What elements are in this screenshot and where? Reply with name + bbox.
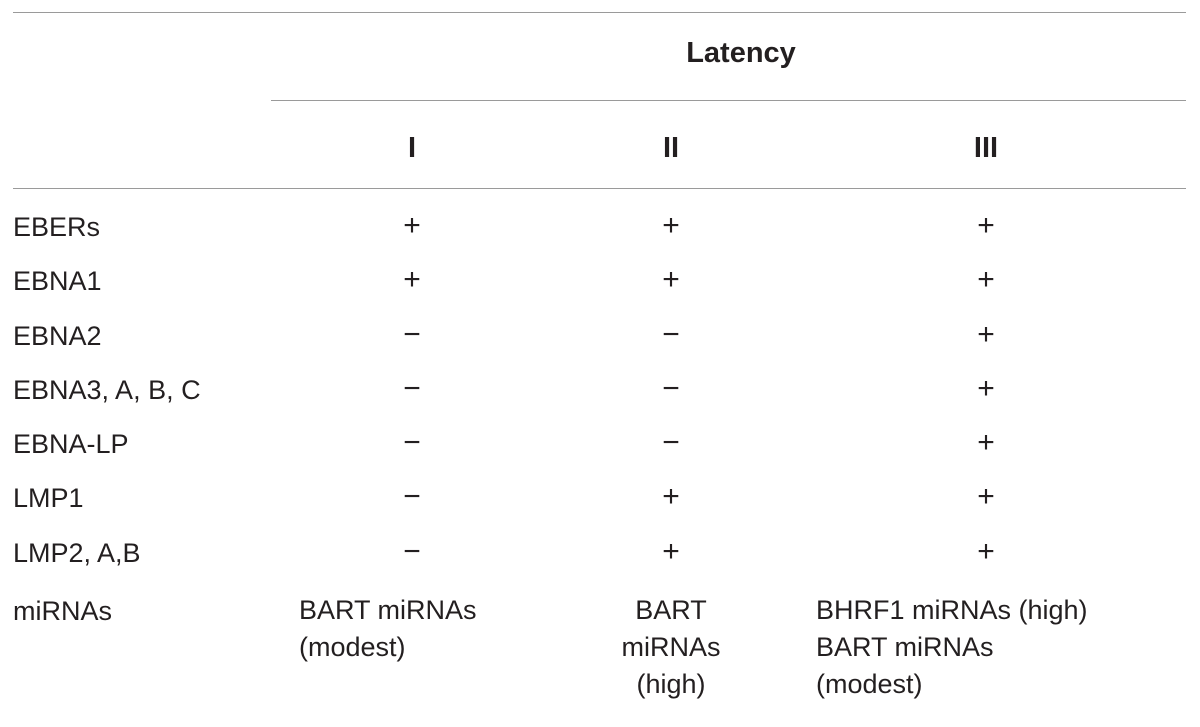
row-label: LMP1 — [13, 483, 84, 514]
column-header-i: I — [407, 132, 417, 164]
cell-latency-i: − — [403, 534, 421, 568]
table-row: EBERs + + + — [13, 202, 1186, 256]
row-label: EBNA2 — [13, 320, 102, 351]
cell-latency-ii: + — [662, 263, 680, 297]
cell-line: (modest) — [816, 669, 923, 699]
cell-latency-ii: − — [662, 426, 680, 460]
row-label: EBERs — [13, 212, 101, 242]
row-label: miRNAs — [13, 596, 112, 626]
cell-latency-iii: + — [977, 263, 995, 297]
header-bottom-rule — [13, 188, 1186, 189]
cell-latency-i: + — [403, 263, 421, 297]
table-row: EBNA-LP − − + — [13, 419, 1186, 473]
cell-latency-i: + — [403, 209, 421, 242]
cell-latency-i: − — [403, 371, 421, 405]
table-row: EBNA2 − − + — [13, 311, 1186, 365]
cell-line: (modest) — [299, 632, 406, 662]
cell-line: BHRF1 miRNAs (high) — [816, 595, 1088, 625]
mirna-cell-latency-iii: BHRF1 miRNAs (high) BART miRNAs (modest) — [816, 592, 1186, 703]
row-label: EBNA3, A, B, C — [13, 374, 201, 405]
table-body: EBERs + + + EBNA1 + + + EBNA2 − − + EBNA… — [13, 202, 1186, 582]
row-label: EBNA1 — [13, 266, 102, 297]
cell-latency-ii: + — [662, 480, 680, 514]
cell-latency-iii: + — [977, 480, 995, 514]
mirna-cell-latency-ii: BART miRNAs (high) — [611, 592, 731, 703]
row-label: EBNA-LP — [13, 429, 129, 460]
cell-latency-iii: + — [977, 209, 995, 242]
cell-latency-iii: + — [977, 371, 995, 405]
cell-latency-i: − — [403, 480, 421, 514]
cell-line: BART miRNAs — [816, 632, 994, 662]
cell-line: miRNAs — [621, 632, 721, 662]
cell-latency-i: − — [403, 426, 421, 460]
table-row: EBNA1 + + + — [13, 256, 1186, 310]
cell-line: BART miRNAs — [299, 595, 477, 625]
cell-latency-iii: + — [977, 426, 995, 460]
cell-line: (high) — [636, 669, 706, 699]
row-label: LMP2, A,B — [13, 537, 141, 568]
cell-latency-ii: − — [662, 371, 680, 405]
mirna-cell-latency-i: BART miRNAs (modest) — [299, 592, 529, 666]
latency-group-header: Latency — [686, 37, 796, 69]
cell-latency-iii: + — [977, 534, 995, 568]
cell-line: BART — [635, 595, 707, 625]
column-header-iii: III — [973, 132, 999, 164]
cell-latency-ii: + — [662, 534, 680, 568]
cell-latency-iii: + — [977, 317, 995, 351]
latency-table: Latency I II III EBERs + + + EBNA1 + + +… — [13, 0, 1186, 727]
latency-group-rule — [271, 100, 1186, 101]
cell-latency-ii: − — [662, 317, 680, 351]
table-row: LMP1 − + + — [13, 473, 1186, 527]
table-top-rule — [13, 12, 1186, 13]
table-row: LMP2, A,B − + + — [13, 528, 1186, 582]
cell-latency-i: − — [403, 317, 421, 351]
table-row: EBNA3, A, B, C − − + — [13, 365, 1186, 419]
column-header-ii: II — [662, 132, 680, 164]
cell-latency-ii: + — [662, 209, 680, 242]
